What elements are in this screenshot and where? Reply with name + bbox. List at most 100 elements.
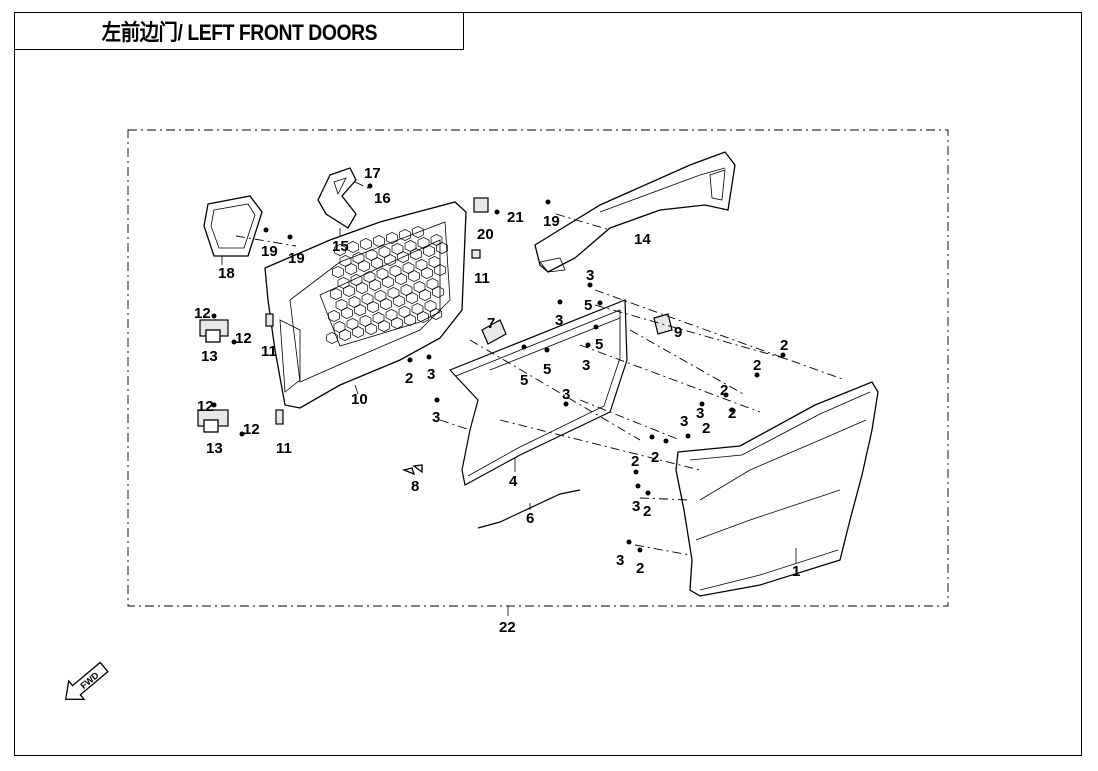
mesh-cell: [358, 260, 370, 272]
mesh-cell: [434, 264, 446, 276]
mesh-cell: [404, 314, 416, 326]
callout-12a: 12: [194, 305, 211, 322]
callout-13a: 13: [201, 348, 218, 365]
callout-19c: 19: [543, 213, 560, 230]
callout-11c: 11: [276, 440, 292, 457]
mesh-cell: [330, 288, 342, 300]
mesh-cell: [417, 311, 429, 323]
mesh-cell: [360, 238, 372, 250]
callout-19b: 19: [288, 250, 305, 267]
callout-19a: 19: [261, 243, 278, 260]
mesh-cell: [369, 279, 381, 291]
mesh-cell: [345, 263, 357, 275]
callout-14: 14: [634, 231, 651, 248]
drawing-frame: [14, 12, 1082, 756]
title-box: 左前边门/ LEFT FRONT DOORS: [14, 12, 464, 50]
mesh-cell: [332, 266, 344, 278]
callout-5a: 5: [584, 297, 592, 314]
callout-labels: 1 2 2 2 2 2 2 2 2 2 2 3 3 3 3 3 3 3 3 3 …: [194, 165, 800, 636]
mesh-cell: [373, 235, 385, 247]
part-20-clip: [473, 197, 489, 213]
callout-3e: 3: [427, 366, 435, 383]
callout-6: 6: [526, 510, 534, 527]
callout-2h: 2: [636, 560, 644, 577]
mesh-cell: [406, 292, 418, 304]
mesh-cell: [352, 326, 364, 338]
mesh-cell: [423, 245, 435, 257]
callout-12c: 12: [197, 398, 214, 415]
part-11-upper-clip: [471, 249, 481, 259]
fwd-arrow-icon: FWD: [64, 661, 109, 701]
callout-13b: 13: [206, 440, 223, 457]
callout-22: 22: [499, 619, 516, 636]
callout-4: 4: [509, 473, 518, 490]
callout-3j: 3: [616, 552, 624, 569]
alignment-lines: [235, 181, 846, 556]
callout-3c: 3: [582, 357, 590, 374]
mesh-cell: [397, 251, 409, 263]
part-8-fasteners: [401, 464, 423, 476]
callout-9: 9: [674, 324, 682, 341]
callout-2d: 2: [702, 420, 710, 437]
mesh-cell: [380, 298, 392, 310]
mesh-cell: [334, 244, 346, 256]
callout-10: 10: [351, 391, 368, 408]
mesh-cell: [384, 254, 396, 266]
callout-2f: 2: [631, 453, 639, 470]
callout-20: 20: [477, 226, 494, 243]
part-14-upper-trim: [534, 151, 736, 273]
callout-3b: 3: [555, 312, 563, 329]
mesh-cell: [365, 323, 377, 335]
callout-3i: 3: [632, 498, 640, 515]
part-15-bracket: [317, 167, 357, 236]
callout-11b: 11: [261, 343, 277, 360]
callout-2b: 2: [753, 357, 761, 374]
mesh-cell: [430, 308, 442, 320]
page-title: 左前边门/ LEFT FRONT DOORS: [101, 20, 377, 45]
callout-2j: 2: [728, 405, 736, 422]
callout-5b: 5: [595, 336, 603, 353]
mesh-cell: [371, 257, 383, 269]
callout-2i: 2: [405, 370, 413, 387]
part-7-latch: [481, 319, 507, 345]
part-11-lower-clip: [275, 409, 284, 425]
callout-15: 15: [332, 238, 349, 255]
mesh-cell: [419, 289, 431, 301]
mesh-cell: [382, 276, 394, 288]
callout-17: 17: [364, 165, 381, 182]
callout-1: 1: [792, 563, 800, 580]
callout-5c: 5: [520, 372, 528, 389]
part-10-door-panel: [264, 201, 467, 409]
callout-5d: 5: [543, 361, 551, 378]
callout-3h: 3: [696, 405, 704, 422]
mesh-cell: [399, 229, 411, 241]
callout-3g: 3: [680, 413, 688, 430]
fastener-dots: [211, 183, 786, 553]
callout-2a: 2: [780, 337, 788, 354]
mesh-cell: [421, 267, 433, 279]
mesh-cell: [436, 242, 448, 254]
mesh-cell: [393, 295, 405, 307]
mesh-cell: [410, 248, 422, 260]
callout-3d: 3: [562, 386, 570, 403]
callout-2g: 2: [643, 503, 651, 520]
callout-3a: 3: [586, 267, 594, 284]
callout-8: 8: [411, 478, 419, 495]
callout-11a: 11: [474, 270, 490, 287]
callout-18: 18: [218, 265, 235, 282]
part-13-lower-hinge: [197, 409, 229, 433]
callout-16: 16: [374, 190, 391, 207]
callout-2c: 2: [720, 382, 728, 399]
mesh-cell: [343, 285, 355, 297]
part-18-window-trim: [203, 195, 263, 265]
callout-7: 7: [487, 315, 495, 332]
mesh-cell: [412, 226, 424, 238]
mesh-cell: [391, 317, 403, 329]
callout-3f: 3: [432, 409, 440, 426]
mesh-pattern: [326, 226, 448, 344]
callout-2e: 2: [651, 449, 659, 466]
mesh-cell: [354, 304, 366, 316]
callout-12d: 12: [243, 421, 260, 438]
part-4-door-frame: [448, 299, 628, 486]
